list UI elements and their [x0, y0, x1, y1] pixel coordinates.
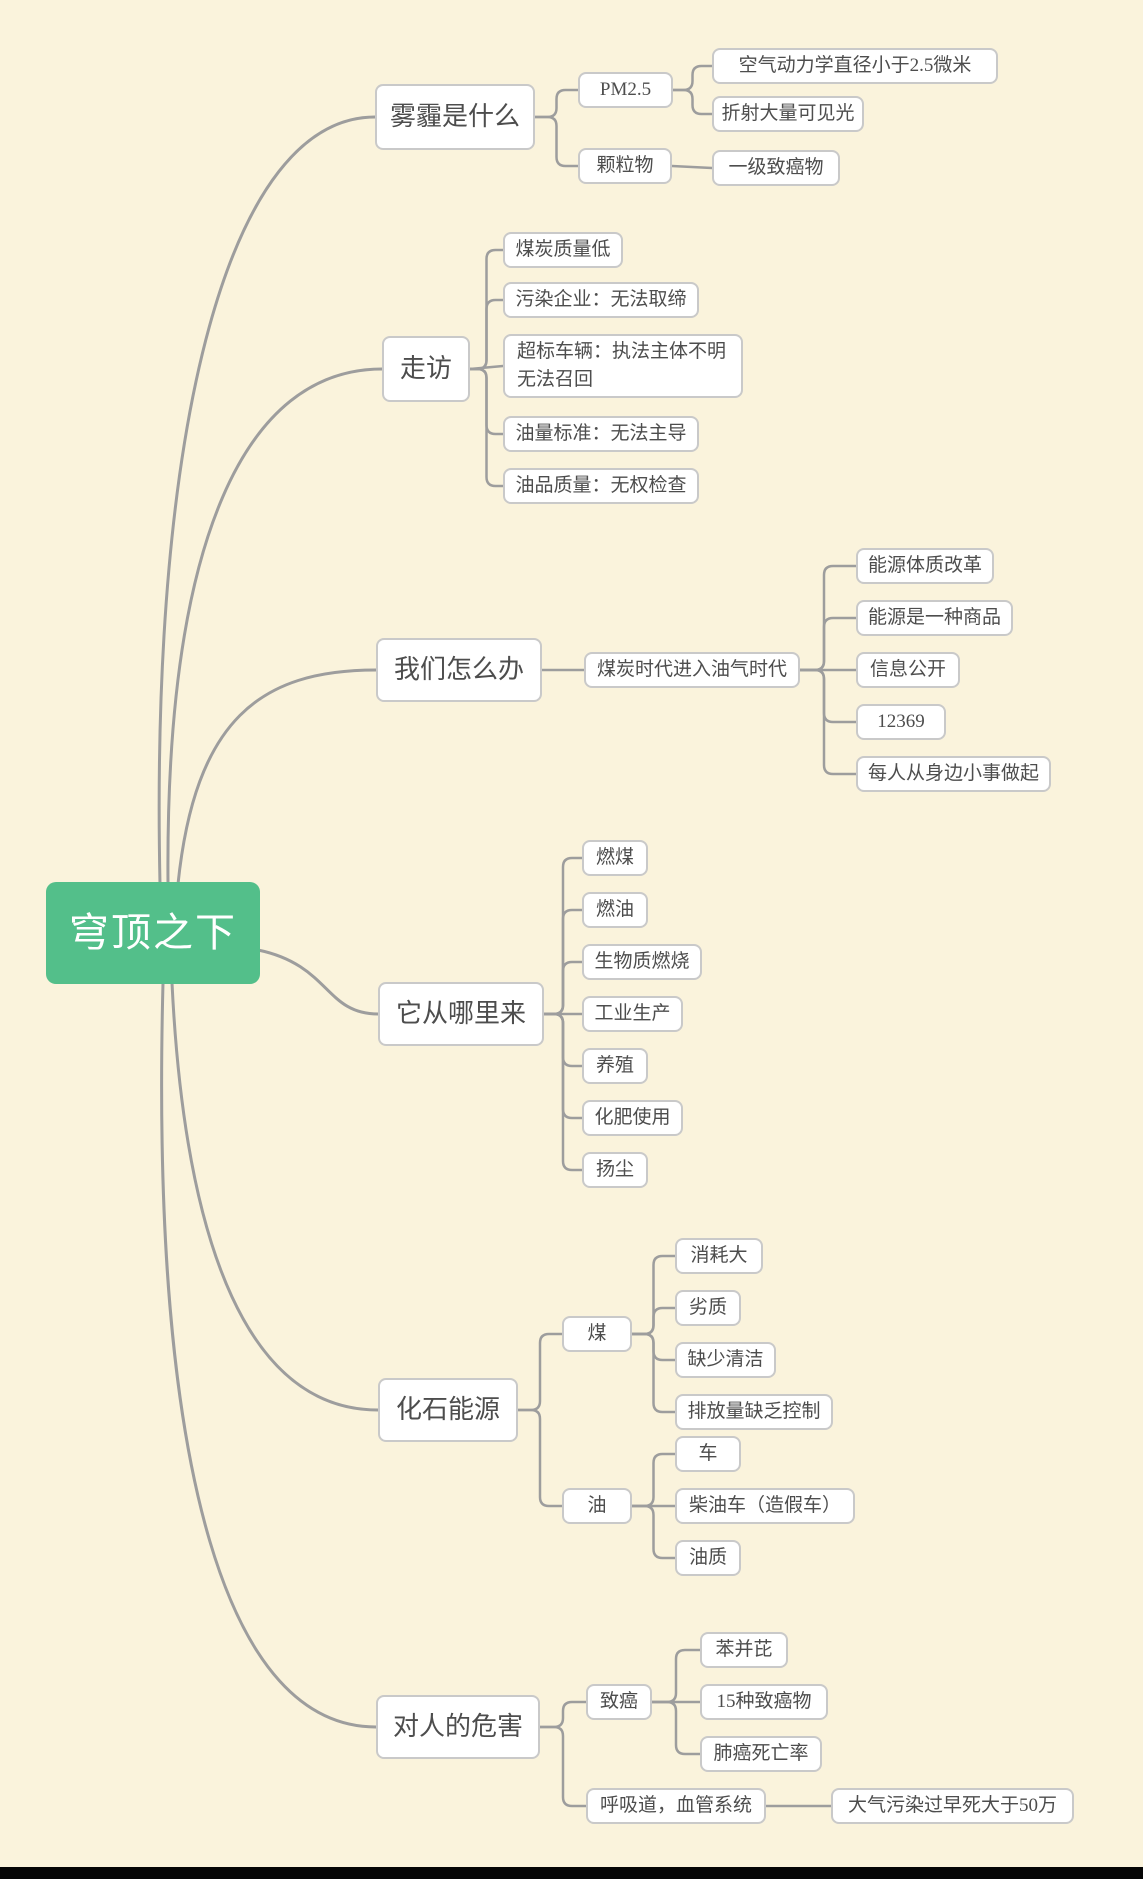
- mindmap-node[interactable]: 化石能源: [378, 1378, 518, 1442]
- connector-line: [538, 1725, 588, 1808]
- mindmap-node[interactable]: 生物质燃烧: [582, 944, 702, 980]
- mindmap-node[interactable]: 劣质: [675, 1290, 741, 1326]
- mindmap-node[interactable]: 每人从身边小事做起: [856, 756, 1051, 792]
- connector-line: [160, 981, 378, 1729]
- mindmap-node[interactable]: 能源是一种商品: [856, 600, 1013, 636]
- connector-line: [170, 981, 380, 1412]
- mindmap-node[interactable]: 走访: [382, 336, 470, 402]
- mindmap-node[interactable]: 燃煤: [582, 840, 648, 876]
- mindmap-node[interactable]: 扬尘: [582, 1152, 648, 1188]
- connector-line: [650, 1700, 702, 1756]
- connector-line: [176, 668, 378, 886]
- connector-line: [468, 367, 505, 488]
- connector-line: [670, 164, 714, 170]
- mindmap-node[interactable]: 致癌: [586, 1684, 652, 1720]
- mindmap-node[interactable]: 对人的危害: [376, 1695, 540, 1759]
- mindmap-node[interactable]: 油: [562, 1488, 632, 1524]
- connector-line: [533, 115, 580, 168]
- mindmap-node[interactable]: 信息公开: [856, 652, 960, 688]
- connector-line: [798, 668, 858, 776]
- connector-line: [671, 64, 714, 92]
- mindmap-node[interactable]: 苯并芘: [700, 1632, 788, 1668]
- connector-line: [630, 1452, 677, 1508]
- mindmap-node[interactable]: 大气污染过早死大于50万: [831, 1788, 1074, 1824]
- mindmap-node[interactable]: 排放量缺乏控制: [675, 1394, 833, 1430]
- connector-line: [516, 1332, 564, 1412]
- connector-line: [798, 668, 858, 724]
- connector-line: [630, 1504, 677, 1560]
- connector-line: [630, 1306, 677, 1336]
- mindmap-node[interactable]: 工业生产: [582, 996, 683, 1032]
- connector-line: [157, 115, 377, 886]
- connector-line: [798, 616, 858, 672]
- connector-line: [630, 1332, 677, 1414]
- connector-line: [166, 367, 384, 886]
- mindmap-node[interactable]: 燃油: [582, 892, 648, 928]
- connector-line: [650, 1648, 702, 1704]
- mindmap-node[interactable]: 柴油车（造假车）: [675, 1488, 855, 1524]
- mindmap-node[interactable]: 油质: [675, 1540, 741, 1576]
- mindmap-node[interactable]: 15种致癌物: [700, 1684, 828, 1720]
- mindmap-node[interactable]: 煤炭质量低: [503, 232, 623, 268]
- mindmap-node[interactable]: 空气动力学直径小于2.5微米: [712, 48, 998, 84]
- connector-line: [538, 1700, 588, 1729]
- mindmap-node[interactable]: 12369: [856, 704, 946, 740]
- footer-bar: [0, 1867, 1143, 1879]
- mindmap-node[interactable]: 能源体质改革: [856, 548, 994, 584]
- connector-line: [516, 1408, 564, 1508]
- mindmap-node[interactable]: 呼吸道，血管系统: [586, 1788, 766, 1824]
- mindmap-node[interactable]: 消耗大: [675, 1238, 763, 1274]
- mindmap-node[interactable]: 车: [675, 1436, 741, 1472]
- mindmap-node[interactable]: 油量标准：无法主导: [503, 416, 699, 452]
- mindmap-node[interactable]: 它从哪里来: [378, 982, 544, 1046]
- connector-line: [671, 88, 714, 116]
- connector-line: [468, 298, 505, 371]
- mindmap-node[interactable]: 油品质量：无权检查: [503, 468, 699, 504]
- mindmap-node[interactable]: 肺癌死亡率: [700, 1736, 822, 1772]
- mindmap-node[interactable]: 缺少清洁: [675, 1342, 776, 1378]
- mindmap-root-node[interactable]: 穹顶之下: [46, 882, 260, 984]
- mindmap-node[interactable]: 煤: [562, 1316, 632, 1352]
- mindmap-node[interactable]: 雾霾是什么: [375, 84, 535, 150]
- connector-line: [256, 948, 380, 1016]
- connector-line: [542, 1012, 584, 1172]
- mindmap-node[interactable]: 超标车辆：执法主体不明 无法召回: [503, 334, 743, 398]
- mindmap-node[interactable]: 化肥使用: [582, 1100, 683, 1136]
- mindmap-node[interactable]: 一级致癌物: [712, 150, 840, 186]
- mindmap-node[interactable]: 我们怎么办: [376, 638, 542, 702]
- mindmap-node[interactable]: 养殖: [582, 1048, 648, 1084]
- mindmap-node[interactable]: 颗粒物: [578, 148, 672, 184]
- connector-line: [533, 88, 580, 119]
- mindmap-node[interactable]: PM2.5: [578, 72, 673, 108]
- connector-line: [542, 960, 584, 1016]
- mindmap-node[interactable]: 煤炭时代进入油气时代: [584, 652, 800, 688]
- mindmap-node[interactable]: 折射大量可见光: [712, 96, 864, 132]
- mindmap-node[interactable]: 污染企业：无法取缔: [503, 282, 699, 318]
